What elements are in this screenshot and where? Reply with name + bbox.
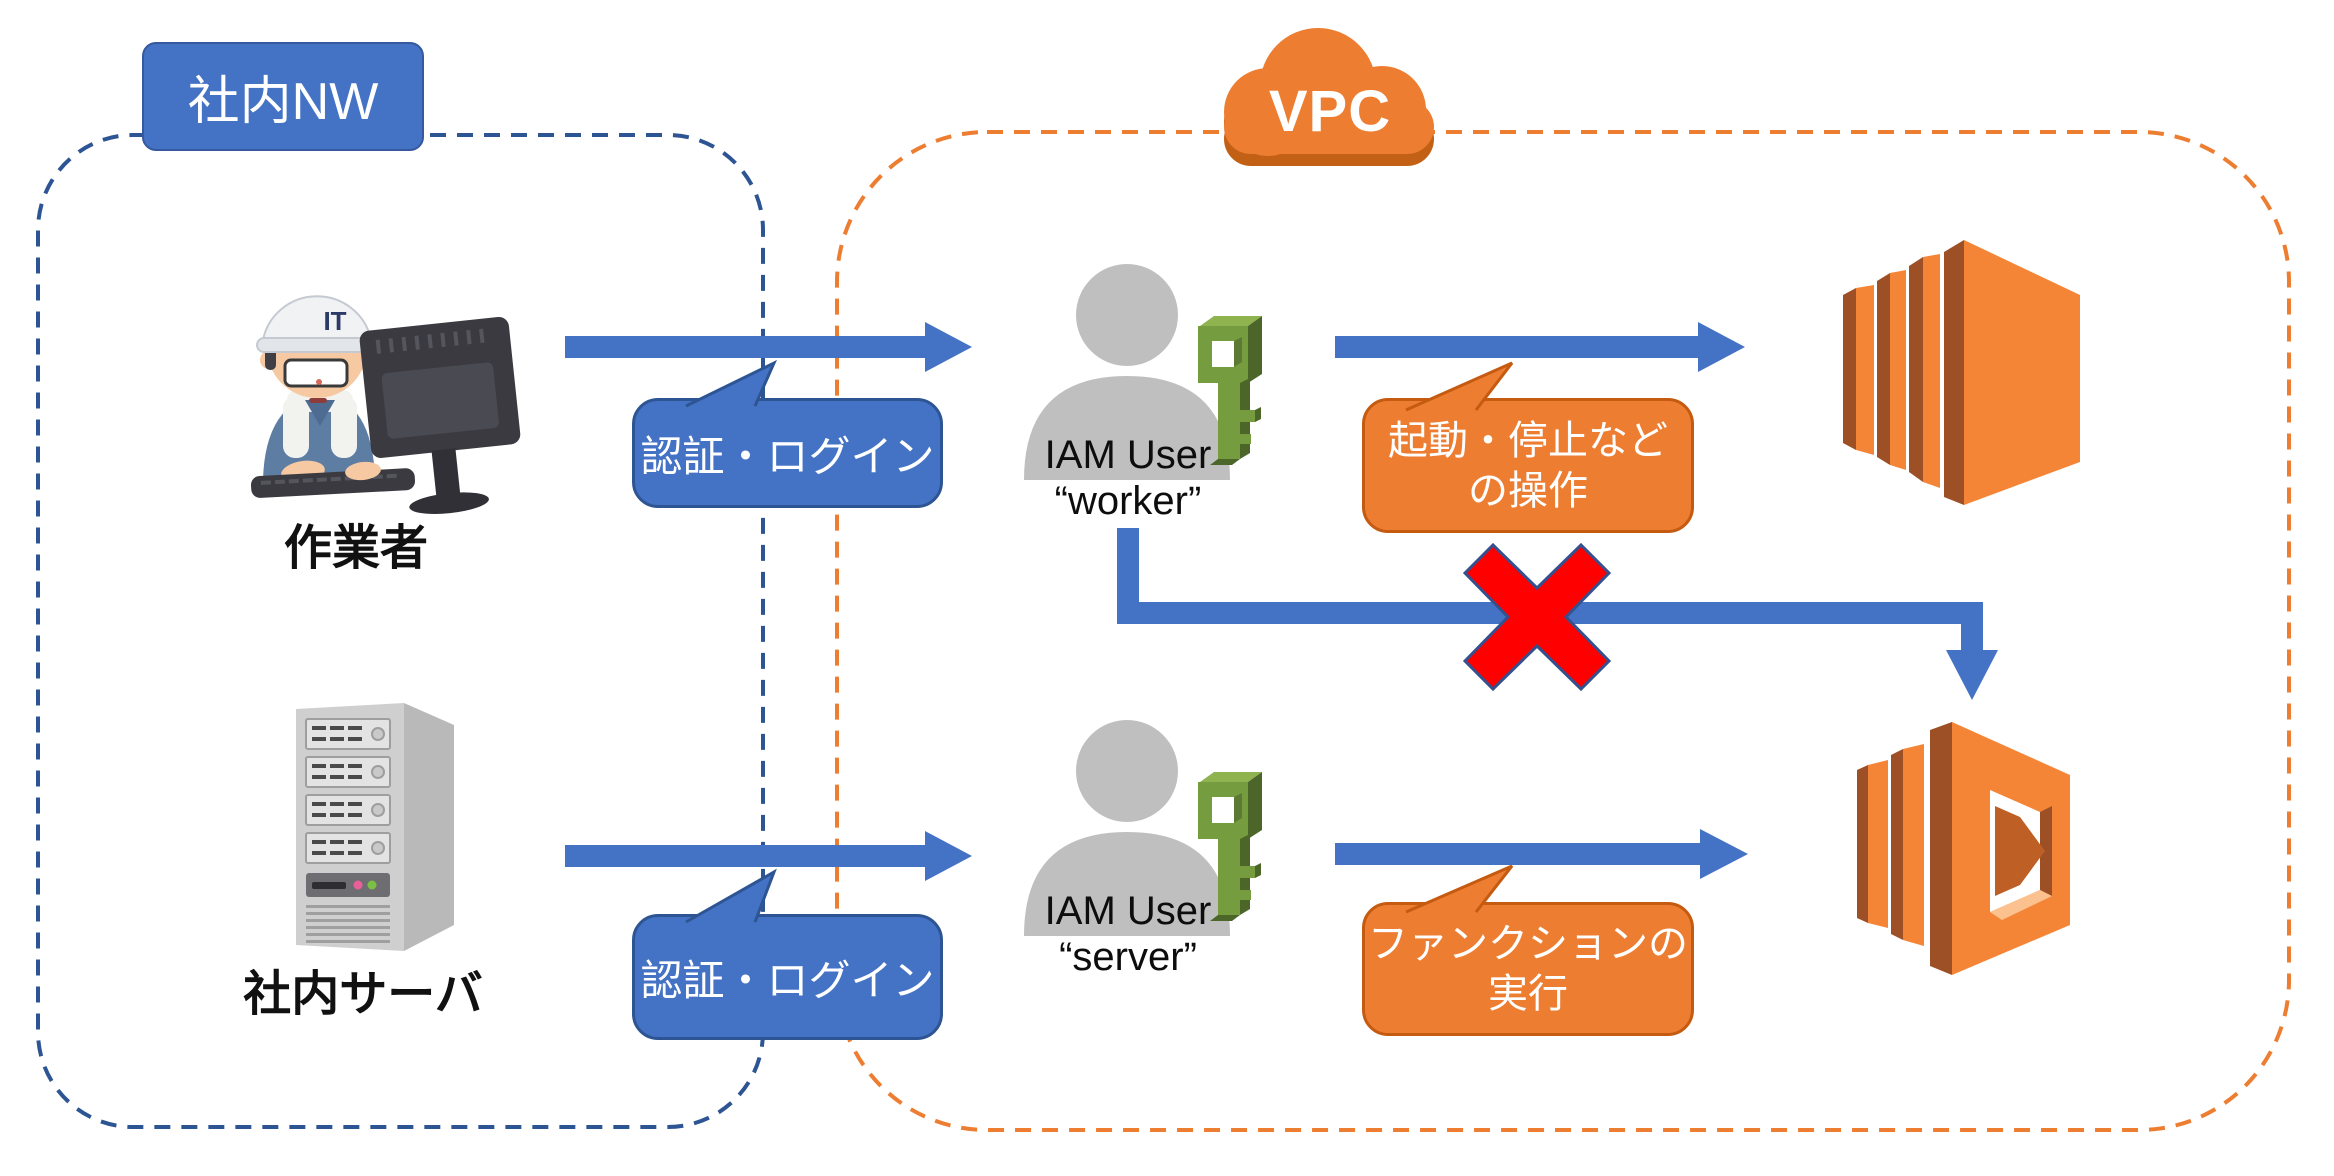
server-illustration <box>296 703 454 951</box>
ec2-icon <box>1843 240 2080 505</box>
vpc-label: VPC <box>1268 78 1392 144</box>
callout-auth-login-bottom: 認証・ログイン <box>632 914 943 1040</box>
vpc-cloud-icon <box>1224 28 1434 166</box>
server-caption: 社内サーバ <box>243 968 483 1021</box>
worker-caption: 作業者 <box>283 522 428 575</box>
internal-network-zone-box <box>36 133 765 1129</box>
worker-illustration: IT <box>250 295 521 514</box>
helmet-text: IT <box>323 306 346 336</box>
lambda-icon <box>1857 722 2070 975</box>
iam-user-server-label: IAM User “server” <box>1044 889 1212 979</box>
callout-ec2-operation: 起動・停止など の操作 <box>1362 398 1694 533</box>
internal-network-label: 社内NW <box>142 42 424 151</box>
vpc-zone-box <box>835 130 2291 1132</box>
iam-user-worker-label: IAM User “worker” <box>1044 433 1212 523</box>
callout-auth-login-top: 認証・ログイン <box>632 398 943 508</box>
blocked-x-icon <box>1462 542 1612 692</box>
callout-lambda-execution: ファンクションの 実行 <box>1362 902 1694 1036</box>
